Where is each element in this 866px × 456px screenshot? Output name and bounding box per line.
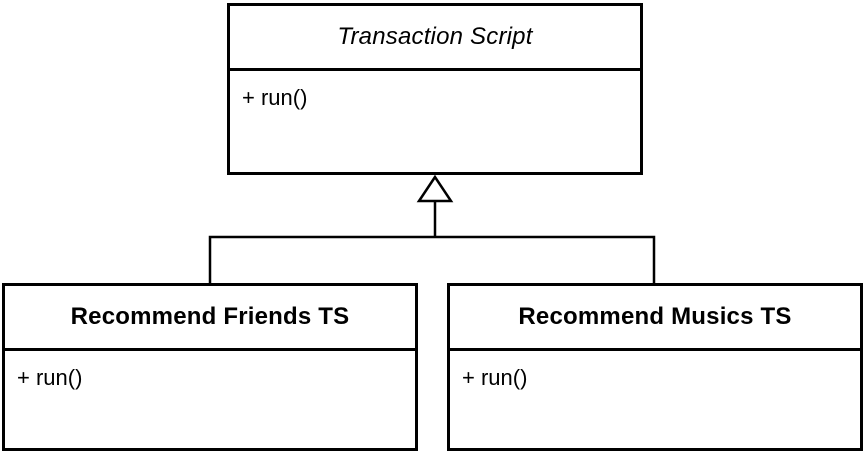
class-methods-compartment: + run() [230, 71, 640, 172]
method-run: + run() [17, 365, 83, 390]
class-title: Recommend Musics TS [450, 286, 860, 351]
class-title: Transaction Script [230, 6, 640, 71]
method-run: + run() [462, 365, 528, 390]
class-title: Recommend Friends TS [5, 286, 415, 351]
inheritance-triangle-icon [416, 174, 454, 203]
class-box-transaction-script: Transaction Script + run() [227, 3, 643, 175]
class-box-recommend-musics-ts: Recommend Musics TS + run() [447, 283, 863, 451]
connector-branch-line [208, 235, 656, 283]
method-run: + run() [242, 85, 308, 110]
class-methods-compartment: + run() [5, 351, 415, 448]
class-methods-compartment: + run() [450, 351, 860, 448]
class-box-recommend-friends-ts: Recommend Friends TS + run() [2, 283, 418, 451]
